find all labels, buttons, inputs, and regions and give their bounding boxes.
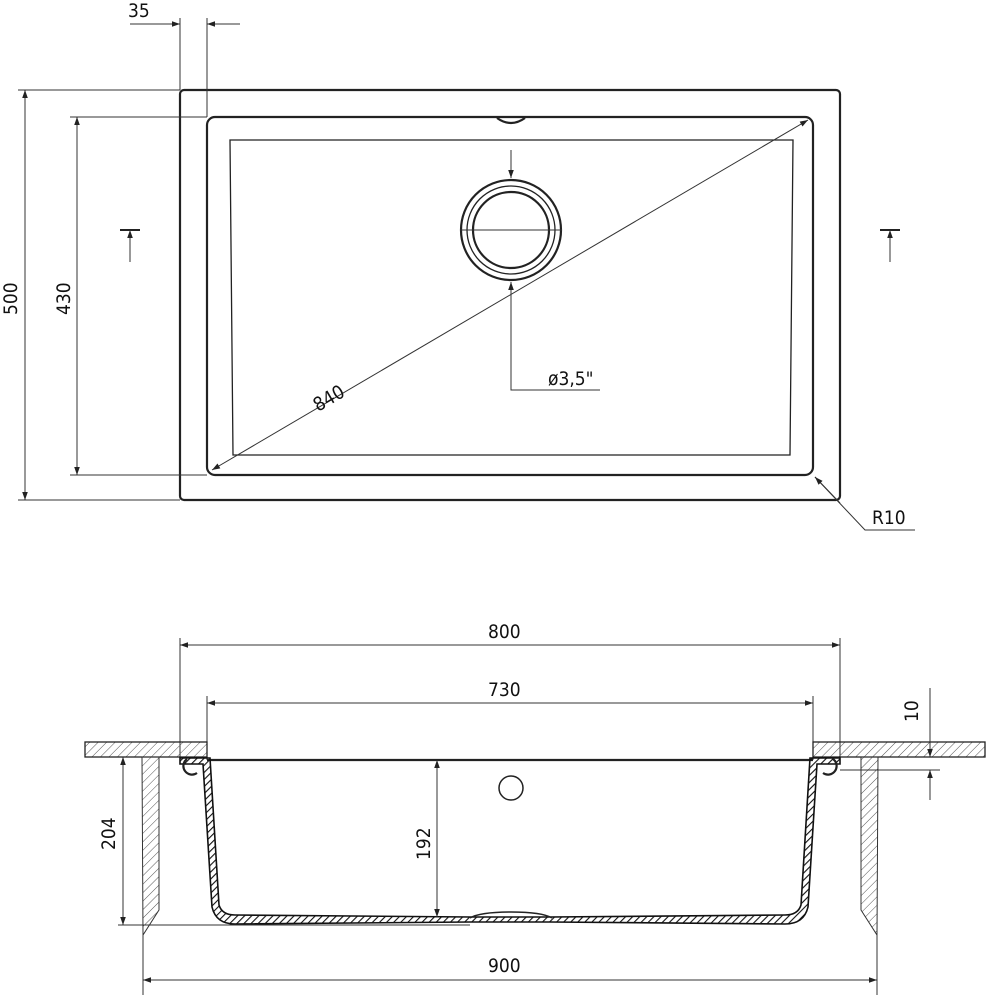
dim-inner-depth-label: 430 bbox=[53, 282, 75, 315]
dim-radius-label: R10 bbox=[872, 507, 906, 529]
diagonal-dimension-line bbox=[211, 119, 809, 471]
dim-outer-depth-label: 500 bbox=[0, 282, 22, 315]
overflow-notch bbox=[496, 117, 526, 125]
top-view: 840 ø3,5" 35 500 430 R10 bbox=[0, 0, 915, 531]
clip-left-icon bbox=[182, 758, 198, 776]
drain-leader-line bbox=[510, 282, 600, 391]
dim-flange-label: 35 bbox=[128, 0, 150, 22]
cabinet-wall-left bbox=[141, 756, 160, 937]
dim-bowl-depth-label: 192 bbox=[413, 827, 435, 860]
clip-right-icon bbox=[822, 758, 838, 776]
dim-inner-width-label: 730 bbox=[488, 679, 521, 701]
dim-outer-width-label: 800 bbox=[488, 621, 521, 643]
sink-outer-outline bbox=[178, 88, 842, 502]
dim-cabinet-width-label: 900 bbox=[488, 955, 521, 977]
section-mark-right bbox=[880, 229, 900, 262]
dim-diagonal-label: 840 bbox=[309, 381, 348, 416]
dim-drain-label: ø3,5" bbox=[548, 368, 594, 390]
cabinet-wall-right bbox=[860, 756, 879, 937]
drain-outlet-section bbox=[469, 911, 553, 919]
countertop-right bbox=[812, 741, 986, 758]
drain-icon bbox=[459, 178, 563, 282]
countertop-left bbox=[84, 741, 208, 758]
section-view: 800 730 192 204 10 900 bbox=[84, 621, 986, 995]
dim-counter-label: 10 bbox=[901, 700, 923, 722]
section-mark-left bbox=[120, 229, 140, 262]
dim-total-depth-label: 204 bbox=[98, 817, 120, 850]
bowl-rim-outline bbox=[205, 115, 815, 477]
overflow-hole-icon bbox=[498, 775, 524, 801]
sink-bowl-section bbox=[179, 757, 841, 925]
